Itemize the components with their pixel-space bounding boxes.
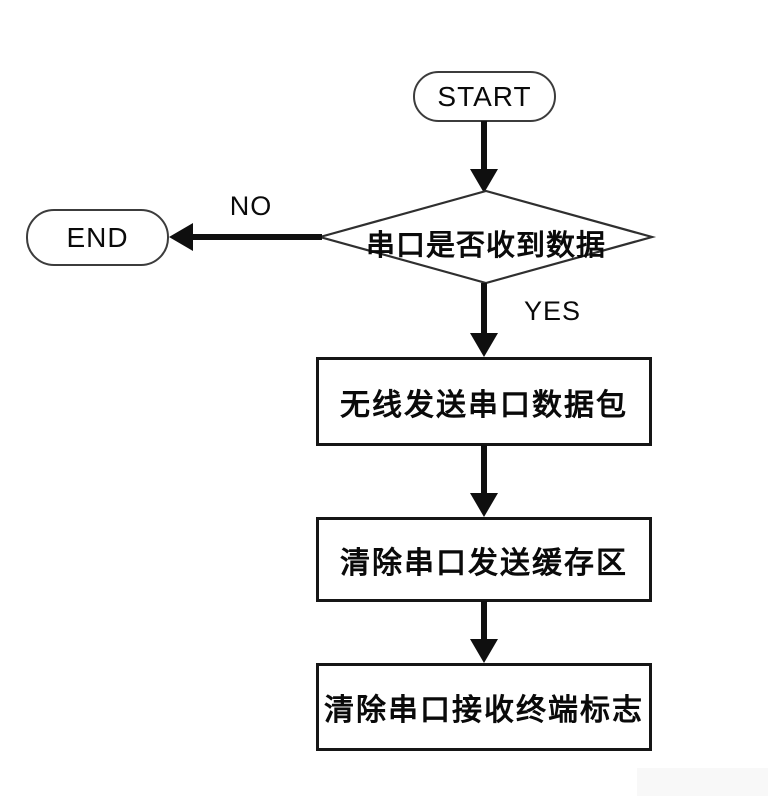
arrow-decision-to-process1-stem: [481, 283, 487, 335]
arrow-decision-to-process1-head: [470, 333, 498, 357]
arrow-process2-to-process3-head: [470, 639, 498, 663]
end-node-label: END: [66, 221, 129, 253]
process2-node: 清除串口发送缓存区: [316, 517, 652, 602]
decision-node: [315, 189, 657, 285]
edge-label-no: NO: [229, 191, 273, 221]
watermark-area: [637, 768, 768, 796]
decision-diamond-shape: [315, 189, 657, 285]
end-node: END: [26, 209, 169, 266]
arrow-process2-to-process3-stem: [481, 601, 487, 641]
arrow-process1-to-process2-head: [470, 493, 498, 517]
start-node-label: START: [437, 80, 532, 112]
process1-node: 无线发送串口数据包: [316, 357, 652, 446]
edge-label-yes: YES: [524, 296, 582, 326]
process2-node-label: 清除串口发送缓存区: [340, 546, 628, 580]
arrow-process1-to-process2-stem: [481, 445, 487, 495]
arrow-decision-to-end-stem: [190, 234, 322, 240]
arrow-start-to-decision-head: [470, 169, 498, 193]
process3-node-label: 清除串口接收终端标志: [324, 694, 644, 727]
start-node: START: [413, 71, 556, 122]
arrow-decision-to-end-head: [169, 223, 193, 251]
process3-node: 清除串口接收终端标志: [316, 663, 652, 751]
decision-node-label: 串口是否收到数据: [365, 230, 606, 262]
process1-node-label: 无线发送串口数据包: [340, 388, 628, 422]
arrow-start-to-decision-stem: [481, 121, 487, 171]
